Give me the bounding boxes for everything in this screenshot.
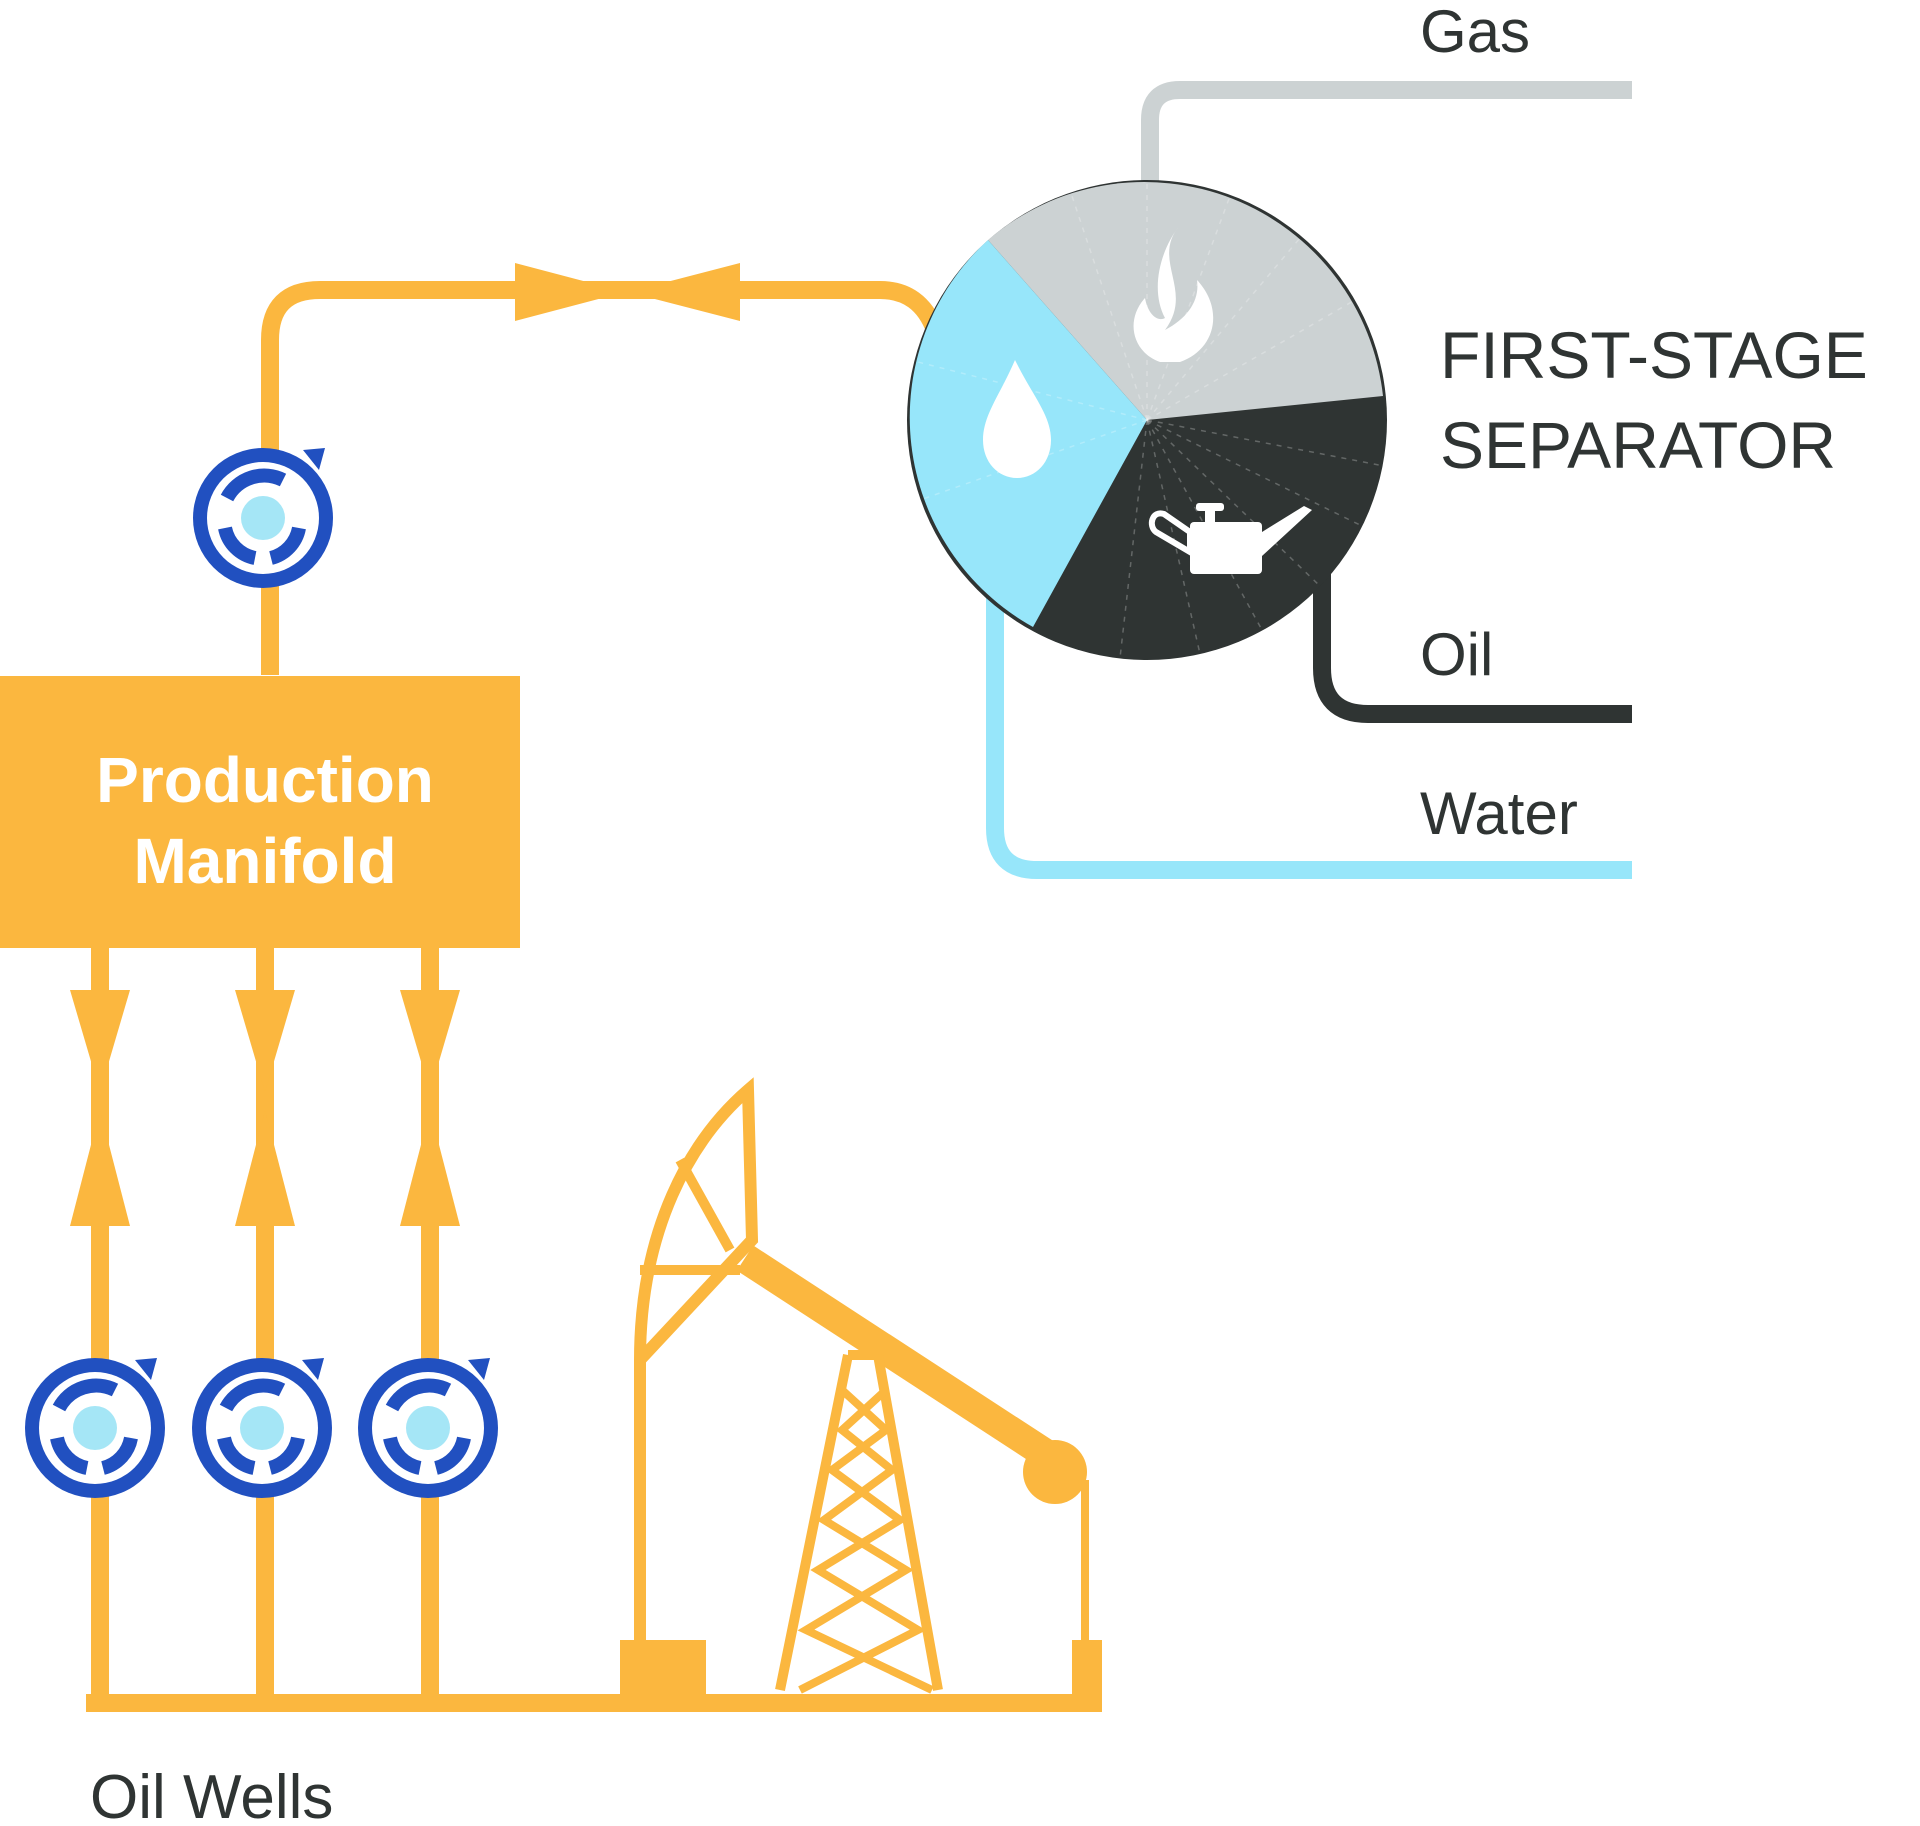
production-manifold	[0, 676, 520, 948]
valve-icon	[25, 1358, 165, 1498]
valve-icon	[358, 1358, 498, 1498]
valve-icon	[192, 1358, 332, 1498]
gas-sector	[988, 182, 1383, 420]
oil-can-icon	[1148, 503, 1312, 574]
first-stage-separator	[907, 180, 1387, 660]
water-drop-icon	[983, 360, 1051, 478]
water-label: Water	[1420, 780, 1578, 847]
oil-pipe	[1313, 555, 1632, 723]
oil-label: Oil	[1420, 621, 1493, 688]
valve-icon	[193, 448, 333, 588]
gas-pipe	[1141, 81, 1632, 190]
gas-label: Gas	[1420, 0, 1530, 65]
inlet-arrow-left	[628, 263, 740, 321]
flame-icon	[1133, 225, 1214, 362]
manifold-label-line1: Production	[96, 744, 434, 816]
down-arrows	[70, 990, 460, 1092]
up-arrows	[70, 1110, 460, 1226]
manifold-label-line2: Manifold	[133, 825, 396, 897]
inlet-arrow-right	[515, 263, 625, 321]
pumpjack-icon	[620, 1077, 1102, 1703]
water-pipe	[986, 590, 1632, 879]
well-lines	[86, 948, 1102, 1712]
separator-label-line1: FIRST-STAGE	[1440, 318, 1868, 392]
oil-wells-label: Oil Wells	[90, 1763, 333, 1826]
inlet-pipe	[261, 281, 944, 675]
separator-label-line2: SEPARATOR	[1440, 408, 1836, 482]
